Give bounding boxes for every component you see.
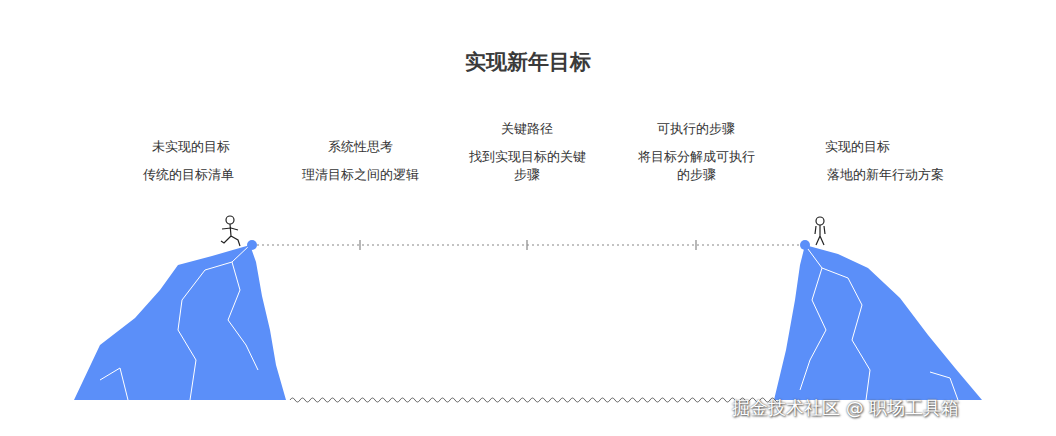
stage-heading: 系统性思考 <box>280 138 440 156</box>
cliff-crack <box>930 372 958 400</box>
stage-heading: 可执行的步骤 <box>616 120 776 138</box>
stage-description: 传统的目标清单 <box>108 166 268 184</box>
cliff-crack <box>228 262 258 370</box>
stage-description: 将目标分解成可执行的步骤 <box>633 148 759 184</box>
path-ticks <box>360 240 696 250</box>
watermark: 掘金技术社区 @ 职场工具箱 <box>732 396 959 420</box>
cliff-crack <box>100 368 128 400</box>
diagram-title: 实现新年目标 <box>465 48 591 76</box>
stage-heading: 未实现的目标 <box>111 138 271 156</box>
stage-description: 找到实现目标的关键步骤 <box>464 148 590 184</box>
stage-description: 落地的新年行动方案 <box>800 166 970 184</box>
cliff-crack <box>178 245 250 400</box>
cliff-crack <box>800 268 826 390</box>
right-cliff <box>774 245 982 400</box>
stage-heading: 实现的目标 <box>777 138 937 156</box>
cliff-crack <box>805 245 870 400</box>
end-dot <box>800 240 810 250</box>
stage-heading: 关键路径 <box>447 120 607 138</box>
stage-description: 理清目标之间的逻辑 <box>275 166 445 184</box>
dotted-path <box>252 244 805 245</box>
water-wave <box>290 398 780 402</box>
standing-figure <box>815 217 825 245</box>
walking-figure <box>221 216 240 246</box>
start-dot <box>247 240 257 250</box>
left-cliff <box>74 245 286 400</box>
